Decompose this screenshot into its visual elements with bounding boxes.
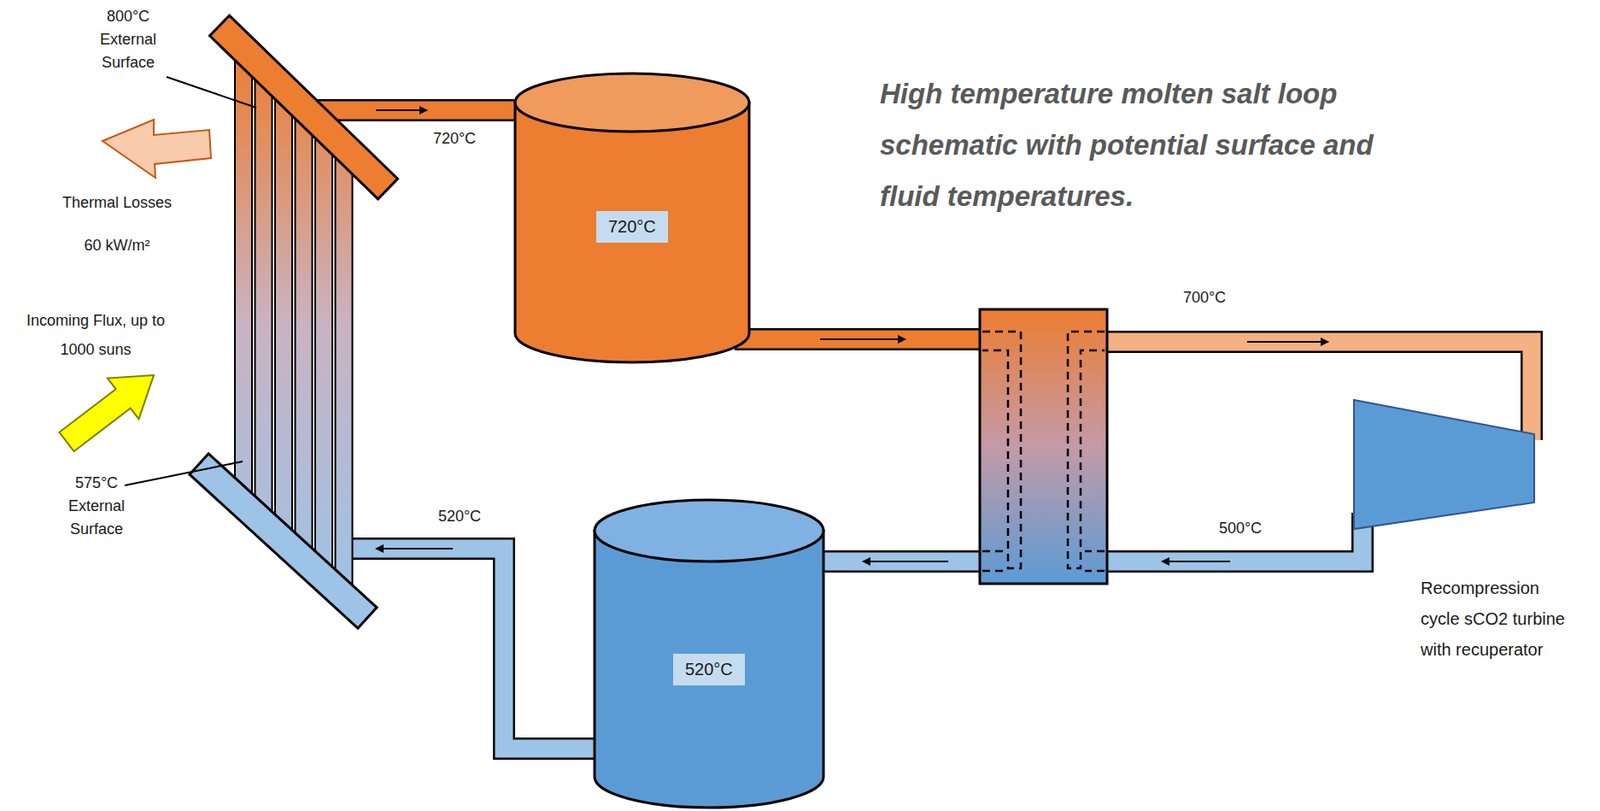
pipe-outline <box>734 328 991 351</box>
receiver-tube <box>255 68 273 523</box>
receiver-tube <box>275 87 293 542</box>
hot-pipe <box>734 330 991 349</box>
tank-temperature: 720°C <box>596 210 669 243</box>
hx-channel <box>982 550 1004 571</box>
turbine-shape <box>1352 398 1536 531</box>
surface-temperature: 575°C External Surface <box>58 471 135 541</box>
hx-channel <box>982 331 1021 569</box>
cold-pipe <box>341 548 616 749</box>
flow-arrow <box>1247 340 1329 343</box>
diagram-title: High temperature molten salt loop schema… <box>879 68 1436 223</box>
tank-body <box>515 102 750 363</box>
fluid-temperature: 700°C <box>1170 287 1239 308</box>
cold-pipe <box>1093 512 1363 562</box>
cold-pipe <box>802 552 991 571</box>
pipe-outline <box>316 99 530 122</box>
flow-arrow <box>375 109 428 112</box>
fluid-temperature: 520°C <box>425 505 494 527</box>
surface-temperature: 800°C External Surface <box>89 5 167 75</box>
turbine-body <box>1353 399 1535 529</box>
hot-pipe <box>316 101 530 120</box>
thermal-loss-arrow <box>102 119 211 178</box>
leader-line <box>124 461 243 486</box>
pipe-outline <box>341 548 616 749</box>
tank-top <box>515 73 750 132</box>
hx-channels <box>982 331 1105 571</box>
cold-manifold <box>189 453 377 628</box>
flow-arrow <box>820 338 906 340</box>
tank-body <box>594 530 824 808</box>
leader-line <box>166 76 257 108</box>
tank-top <box>594 499 824 562</box>
heat-exchanger <box>979 309 1108 584</box>
fluid-temperature: 500°C <box>1206 517 1275 539</box>
receiver-tube <box>295 106 313 559</box>
thermal-loss-note: Thermal Losses 60 kW/m² <box>57 181 177 267</box>
flow-arrow <box>862 560 949 563</box>
tank-temperature: 520°C <box>673 653 745 686</box>
receiver-tube <box>234 48 253 505</box>
hot-manifold <box>210 15 399 200</box>
fluid-temperature: 720°C <box>420 128 489 149</box>
solar-flux-arrow <box>59 375 155 452</box>
flow-arrow <box>375 547 453 550</box>
hx-channel <box>1084 550 1105 571</box>
hot-tank: 720°C <box>512 71 752 364</box>
flow-arrow <box>1161 560 1231 563</box>
flux-note: Incoming Flux, up to 1000 suns <box>25 305 167 364</box>
hx-channel <box>1067 331 1105 569</box>
receiver-tube <box>315 126 333 578</box>
receiver-tube <box>335 146 353 597</box>
turbine-caption: Recompression cycle sCO2 turbine with re… <box>1420 572 1575 665</box>
pipe-outline <box>802 550 991 573</box>
pipe-outline <box>1093 512 1363 562</box>
cold-tank: 520°C <box>591 498 827 809</box>
turbine: Recompression cycle sCO2 turbine with re… <box>1352 398 1536 531</box>
